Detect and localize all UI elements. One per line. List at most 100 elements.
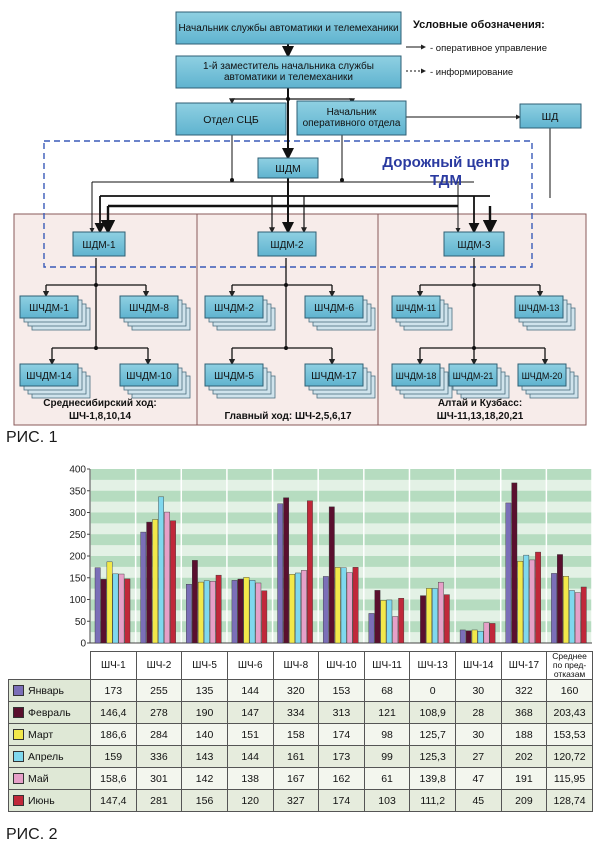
bar-Апрель-ШЧ-8 (295, 572, 301, 644)
shchdm-box-label: ШЧДМ-1 (29, 303, 69, 314)
table-column-header: ШЧ-6 (226, 651, 274, 680)
table-cell: 284 (135, 723, 183, 746)
bar-Январь-ШЧ-14 (459, 629, 466, 644)
shchdm-box-шчдм-1: ШЧДМ-1 (19, 295, 91, 331)
table-cell: 327 (272, 789, 320, 812)
bar-Март-ШЧ-17 (517, 561, 524, 644)
zone-1-caption-line1: Среднесибирский ход: (43, 397, 156, 409)
bar-Февраль-ШЧ-5 (192, 560, 198, 644)
table-cell: 202 (500, 745, 548, 768)
table-cell: 142 (181, 767, 228, 790)
zone-3-caption-line2: ШЧ-11,13,18,20,21 (437, 411, 524, 422)
box-shdm-1-label: ШДМ-1 (82, 240, 116, 251)
box-shdm-2-label: ШДМ-2 (270, 240, 304, 251)
plot-stripe (90, 556, 592, 568)
bar-Январь-ШЧ-10 (322, 576, 329, 644)
bar-Январь-ШЧ-8 (277, 503, 284, 644)
table-cell: 61 (363, 767, 411, 790)
shchdm-box-label: ШЧДМ-11 (396, 303, 436, 313)
table-cell: 99 (363, 745, 411, 768)
bar-Апрель-ШЧ-1 (112, 573, 119, 644)
bar-Июнь-ШЧ-17 (535, 551, 541, 644)
bar-Февраль-ШЧ-2 (146, 521, 153, 644)
bar-Май-ШЧ-5 (209, 581, 216, 644)
table-cell: 125,7 (409, 723, 456, 746)
box-scb: Отдел СЦБ (175, 102, 287, 136)
table-cell: 336 (135, 745, 183, 768)
table-cell: 115,95 (546, 767, 593, 790)
box-deputy-label: 1-й заместитель начальника службы автома… (203, 61, 374, 83)
bar-Апрель-ШЧ-13 (432, 588, 438, 644)
shchdm-box-label: ШЧДМ-18 (396, 371, 437, 381)
table-cell: 203,43 (546, 701, 593, 724)
bar-Июнь-ШЧ-6 (261, 590, 268, 644)
zone-3-caption-line1: Алтай и Кузбасс: (438, 397, 522, 409)
table-cell: 153 (318, 679, 365, 702)
bar-Январь-ШЧ-17 (505, 502, 512, 644)
table-cell: 120,72 (546, 745, 593, 768)
shchdm-box-label: ШЧДМ-14 (26, 371, 72, 382)
plot-stripe (90, 469, 592, 481)
table-cell: 111,2 (409, 789, 456, 812)
legend-item-info: - информирование (430, 67, 513, 78)
bar-Февраль-ШЧ-17 (511, 482, 518, 644)
bar-Февраль-ШЧ-10 (328, 506, 335, 644)
table-cell: 255 (135, 679, 183, 702)
box-chief: Начальник службы автоматики и телемехани… (175, 11, 402, 45)
box-shdm-1: ШДМ-1 (72, 231, 126, 257)
legend-item-operational: - оперативное управление (430, 43, 547, 54)
table-cell: 209 (500, 789, 548, 812)
table-cell: 143 (181, 745, 228, 768)
shchdm-box-label: ШЧДМ-8 (129, 303, 169, 314)
shchdm-box-шчдм-18: ШЧДМ-18 (391, 363, 453, 399)
series-name: Январь (28, 684, 64, 697)
table-cell: 174 (318, 723, 365, 746)
bar-Январь-ШЧ-11 (368, 613, 375, 644)
bar-Март-ШЧ-11 (380, 600, 387, 644)
bar-Июнь-ШЧ-1 (124, 578, 131, 644)
bar-Март-ШЧ-2 (152, 519, 159, 644)
shchdm-box-шчдм-8: ШЧДМ-8 (119, 295, 191, 331)
table-column-header: ШЧ-14 (455, 651, 502, 680)
table-cell: 158,6 (90, 767, 137, 790)
bar-Март-Среднее по пред-отказам (563, 576, 569, 644)
table-cell: 167 (272, 767, 320, 790)
shchdm-box-label: ШЧДМ-5 (214, 371, 254, 382)
table-cell: 190 (181, 701, 228, 724)
shchdm-box-label: ШЧДМ-13 (519, 303, 560, 313)
y-tick-label: 400 (69, 465, 86, 476)
table-cell: 161 (272, 745, 320, 768)
table-cell: 30 (455, 723, 502, 746)
center-label-line1: Дорожный центр (382, 154, 509, 171)
plot-stripe (90, 501, 592, 513)
bar-Февраль-ШЧ-8 (283, 497, 290, 644)
table-column-header: ШЧ-11 (363, 651, 411, 680)
table-cell: 162 (318, 767, 365, 790)
shchdm-box-шчдм-17: ШЧДМ-17 (304, 363, 376, 399)
series-legend-cell: Июнь (8, 789, 91, 812)
series-name: Февраль (28, 706, 71, 719)
table-cell: 144 (226, 679, 274, 702)
table-column-header: ШЧ-1 (90, 651, 137, 680)
bar-Июнь-Среднее по пред-отказам (580, 586, 587, 644)
table-column-header: ШЧ-17 (500, 651, 548, 680)
table-cell: 173 (318, 745, 365, 768)
org-diagram: Условные обозначения: - оперативное упра… (13, 11, 587, 426)
shchdm-box-шчдм-5: ШЧДМ-5 (204, 363, 276, 399)
bar-Май-ШЧ-11 (392, 616, 399, 644)
bar-Май-ШЧ-10 (346, 572, 353, 644)
bar-Июнь-ШЧ-5 (215, 574, 222, 644)
box-deputy: 1-й заместитель начальника службы автома… (175, 55, 402, 89)
box-ops-label: Начальник оперативного отдела (302, 107, 401, 129)
bar-Апрель-ШЧ-2 (158, 496, 164, 644)
y-tick-label: 50 (75, 617, 87, 628)
table-column-header: ШЧ-2 (135, 651, 183, 680)
box-shdm-3-label: ШДМ-3 (457, 240, 491, 251)
table-column-header: ШЧ-8 (272, 651, 320, 680)
bar-Март-ШЧ-13 (426, 588, 432, 644)
box-shdm-3: ШДМ-3 (443, 231, 505, 257)
